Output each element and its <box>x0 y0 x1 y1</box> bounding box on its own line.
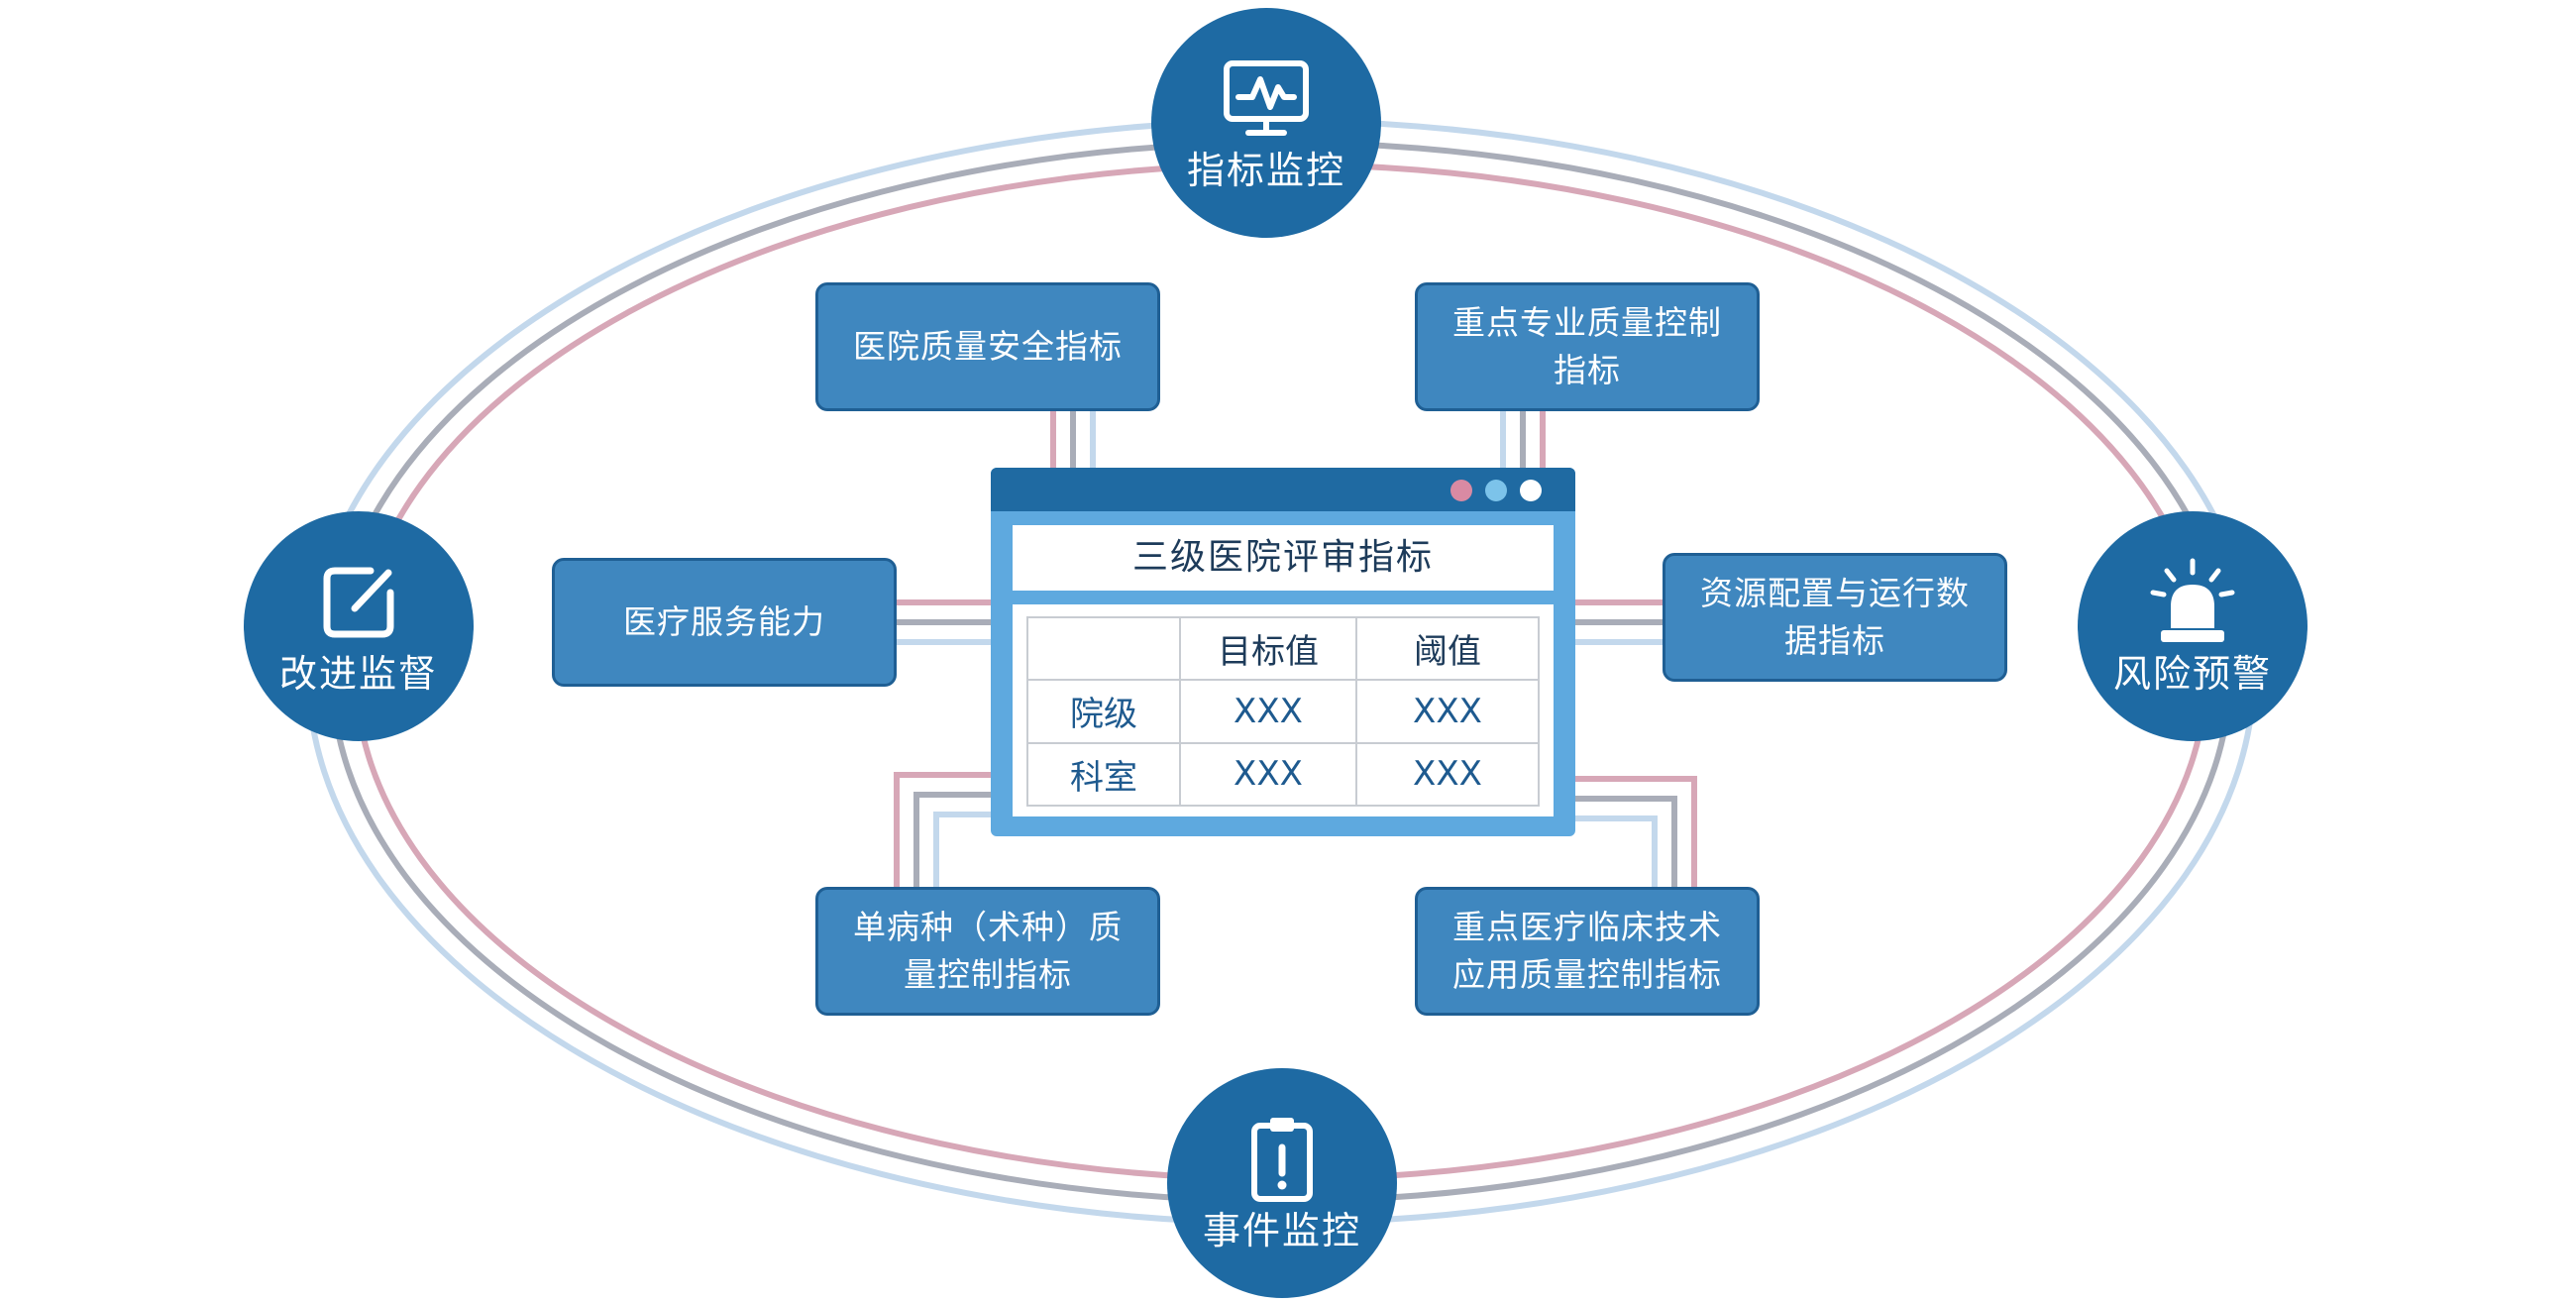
monitor-pulse-icon <box>1224 60 1309 137</box>
threshold-value: XXX <box>1355 741 1540 808</box>
row-label: 科室 <box>1026 741 1181 808</box>
header-cell-threshold: 阈值 <box>1355 615 1540 682</box>
edit-icon <box>323 567 394 638</box>
table-row: 科室 XXX XXX <box>1026 741 1540 808</box>
connector-mid-right <box>1573 599 1664 645</box>
panel-title: 三级医院评审指标 <box>1013 525 1554 591</box>
target-value: XXX <box>1179 741 1357 808</box>
header-cell-empty <box>1026 615 1181 682</box>
window-dot-pink <box>1450 480 1472 501</box>
window-dot-white <box>1520 480 1542 501</box>
target-value: XXX <box>1179 679 1357 744</box>
hub-top-label: 指标监控 <box>1186 149 1345 193</box>
connector-bottom-right <box>1573 776 1697 890</box>
threshold-value: XXX <box>1355 679 1540 744</box>
center-panel: 三级医院评审指标 目标值 阈值 院级 XXX XXX 科室 XXX XXX <box>991 468 1575 836</box>
row-label: 院级 <box>1026 679 1181 744</box>
window-dot-blue <box>1485 480 1507 501</box>
hub-top: 指标监控 <box>1151 8 1381 238</box>
box-bottom-left: 单病种（术种）质量控制指标 <box>815 887 1160 1016</box>
hub-bottom: 事件监控 <box>1167 1068 1397 1298</box>
panel-body: 目标值 阈值 院级 XXX XXX 科室 XXX XXX <box>1013 604 1554 816</box>
box-mid-left: 医疗服务能力 <box>552 558 897 687</box>
alarm-light-icon <box>2150 558 2235 643</box>
box-top-right: 重点专业质量控制指标 <box>1415 282 1760 411</box>
connector-mid-left <box>895 599 993 645</box>
hub-bottom-label: 事件监控 <box>1202 1209 1361 1253</box>
hub-right: 风险预警 <box>2078 511 2308 741</box>
box-bottom-right: 重点医疗临床技术应用质量控制指标 <box>1415 887 1760 1016</box>
hub-left-label: 改进监督 <box>278 652 438 697</box>
hub-right-label: 风险预警 <box>2112 652 2272 697</box>
header-cell-target: 目标值 <box>1179 615 1357 682</box>
table-row: 院级 XXX XXX <box>1026 679 1540 744</box>
connector-top-right <box>1500 411 1546 470</box>
clipboard-alert-icon <box>1251 1118 1313 1203</box>
box-mid-right: 资源配置与运行数据指标 <box>1663 553 2007 682</box>
box-top-left: 医院质量安全指标 <box>815 282 1160 411</box>
connector-top-left <box>1050 411 1096 470</box>
table-header-row: 目标值 阈值 <box>1026 615 1540 682</box>
connector-bottom-left <box>894 772 993 890</box>
window-titlebar <box>991 468 1575 511</box>
indicator-table: 目标值 阈值 院级 XXX XXX 科室 XXX XXX <box>1026 615 1540 808</box>
hub-left: 改进监督 <box>244 511 474 741</box>
